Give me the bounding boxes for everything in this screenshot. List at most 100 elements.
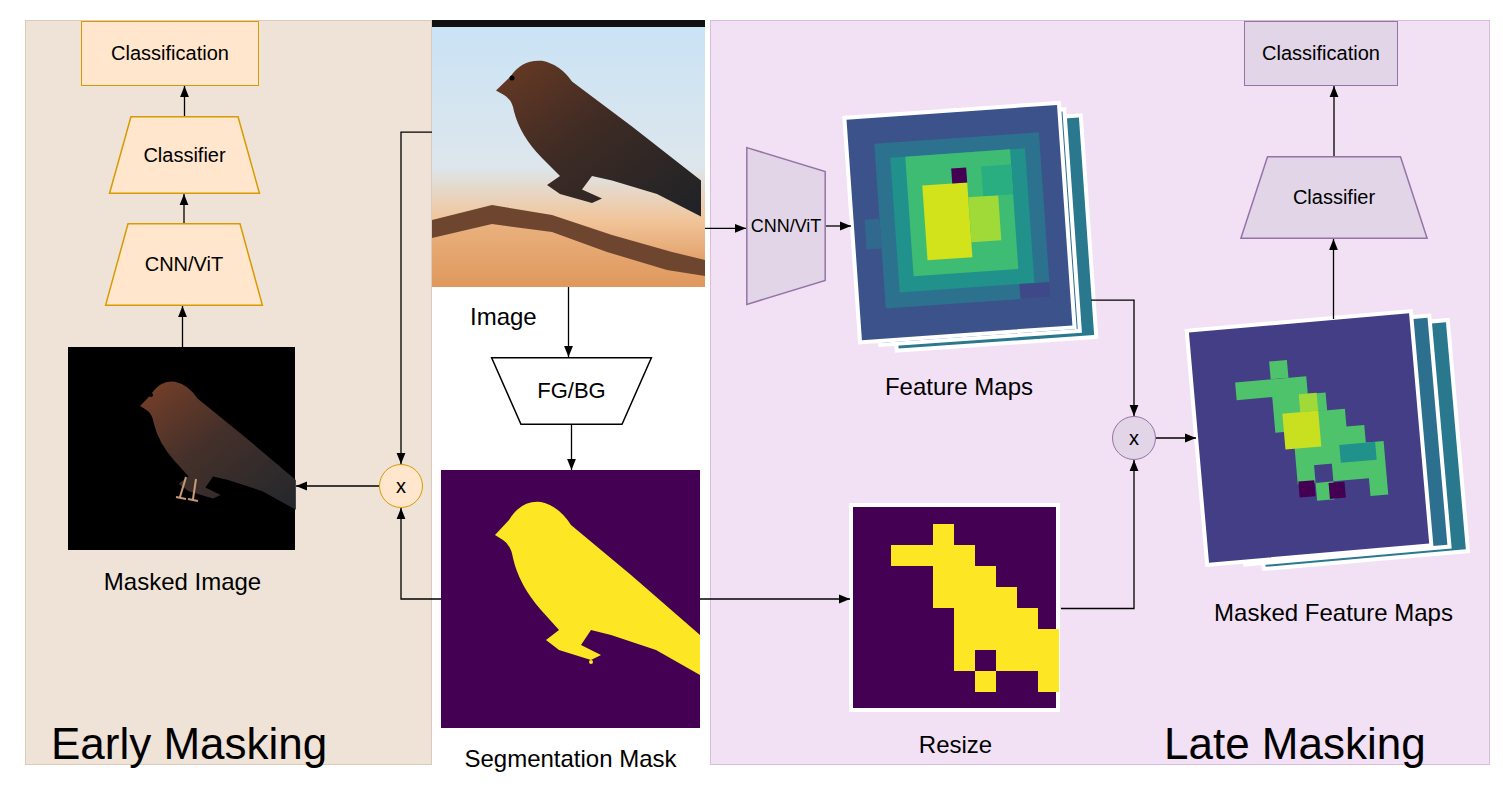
flow-arrow (1061, 460, 1134, 609)
flow-arrow (401, 132, 432, 464)
trapezoid-shape (747, 148, 825, 305)
image-node: Resize (850, 504, 1061, 713)
node-label: Classification (111, 42, 229, 65)
node-label: x (1129, 427, 1139, 450)
flow-arrow (1333, 86, 1334, 156)
flow-arrow (700, 598, 850, 599)
flow-arrow (571, 425, 572, 470)
output-box: Classification (1244, 21, 1398, 86)
late-masking-panel: Late MaskingCNN/ViTFeature MapsClassific… (710, 20, 1490, 765)
node-label: x (396, 475, 406, 498)
feature-maps (850, 108, 1090, 353)
flow-arrow (182, 306, 183, 348)
image-node: Feature Maps (851, 109, 1091, 354)
flow-arrow (826, 225, 851, 226)
image-caption: Masked Feature Maps (1136, 599, 1503, 627)
trapezoid-shape (492, 358, 652, 425)
masked-image (68, 347, 295, 550)
flow-arrow (183, 194, 184, 223)
flow-arrow (296, 485, 379, 486)
feature-layer (1225, 316, 1449, 565)
trapezoid-shape (110, 117, 260, 193)
backbone-block: CNN/ViT (746, 146, 826, 306)
heat-cell (865, 219, 882, 250)
flow-arrow (568, 287, 569, 357)
feature-layer (1244, 320, 1468, 569)
masked-feature-maps (1195, 318, 1470, 573)
flow-arrow (1091, 300, 1134, 416)
image-node: Masked Image (69, 348, 296, 551)
sky (432, 20, 705, 287)
segmenter-block: FG/BG (490, 357, 653, 425)
bird-eye (149, 393, 153, 397)
flow-arrow (1333, 239, 1334, 319)
heat-cell (1339, 442, 1376, 463)
image-caption: Feature Maps (779, 373, 1139, 401)
bird (496, 61, 701, 217)
image-node: Segmentation Mask (441, 470, 700, 728)
resized-mask (849, 503, 1060, 712)
panel-title: Late Masking (1164, 719, 1426, 770)
mask-speck (589, 660, 593, 664)
heat-cell (1329, 482, 1346, 499)
early-masking-panel: Early MaskingClassificationClassifierCNN… (25, 20, 432, 765)
node-label: Classification (1262, 42, 1380, 65)
node-label: CNN/ViT (145, 253, 224, 276)
heat-cell (905, 149, 1018, 276)
backbone-block: CNN/ViT (104, 223, 264, 306)
output-box: Classification (81, 21, 259, 86)
classifier-block: Classifier (1239, 156, 1429, 239)
heat-cell (1298, 480, 1315, 497)
mask-background (441, 470, 700, 728)
heat-cell (890, 148, 1034, 292)
bird-photo (432, 20, 705, 287)
heat-cell (922, 182, 972, 260)
node-label: FG/BG (537, 378, 605, 403)
heat-cell (981, 164, 1013, 196)
heat-cell (1019, 282, 1050, 299)
image-node: Masked Feature Maps (1196, 319, 1471, 574)
image-node: Image (432, 20, 705, 287)
image-caption: Segmentation Mask (381, 745, 760, 773)
feature-map (1187, 311, 1432, 565)
classifier-block: Classifier (108, 116, 261, 194)
image-caption: Image (470, 303, 537, 331)
heat-cell (1282, 411, 1321, 450)
mask-background (851, 505, 1058, 710)
feature-stack (844, 101, 1096, 353)
feature-layer (881, 115, 1096, 350)
heat-cell (1299, 393, 1319, 413)
node-label: Classifier (143, 144, 225, 167)
image-caption: Resize (790, 731, 1121, 759)
multiply-op: x (379, 464, 423, 508)
multiply-op: x (1112, 416, 1156, 460)
flow-arrow (184, 86, 185, 116)
masked-activations (1234, 352, 1389, 507)
feature-layer (865, 109, 1080, 344)
trapezoid-shape (1241, 157, 1427, 238)
bird (140, 382, 296, 510)
flow-arrow (705, 228, 746, 229)
branch (432, 205, 705, 276)
image-caption: Masked Image (9, 568, 356, 596)
pixel-mask (891, 524, 1059, 692)
flow-arrow (1156, 437, 1196, 438)
heat-cell (951, 167, 967, 183)
node-label: Classifier (1293, 186, 1375, 209)
segmentation-mask (441, 470, 700, 728)
feature-map (844, 103, 1074, 342)
heat-cell (968, 195, 1001, 242)
node-label: CNN/ViT (751, 216, 822, 237)
panel-title: Early Masking (51, 719, 327, 770)
dune (432, 211, 705, 287)
bird-eye (510, 76, 515, 81)
black-background (68, 347, 295, 550)
feature-stack (1187, 308, 1468, 574)
trapezoid-shape (106, 224, 263, 305)
bird-legs (176, 477, 198, 501)
heat-cell (874, 132, 1050, 308)
flow-arrow (401, 508, 441, 599)
